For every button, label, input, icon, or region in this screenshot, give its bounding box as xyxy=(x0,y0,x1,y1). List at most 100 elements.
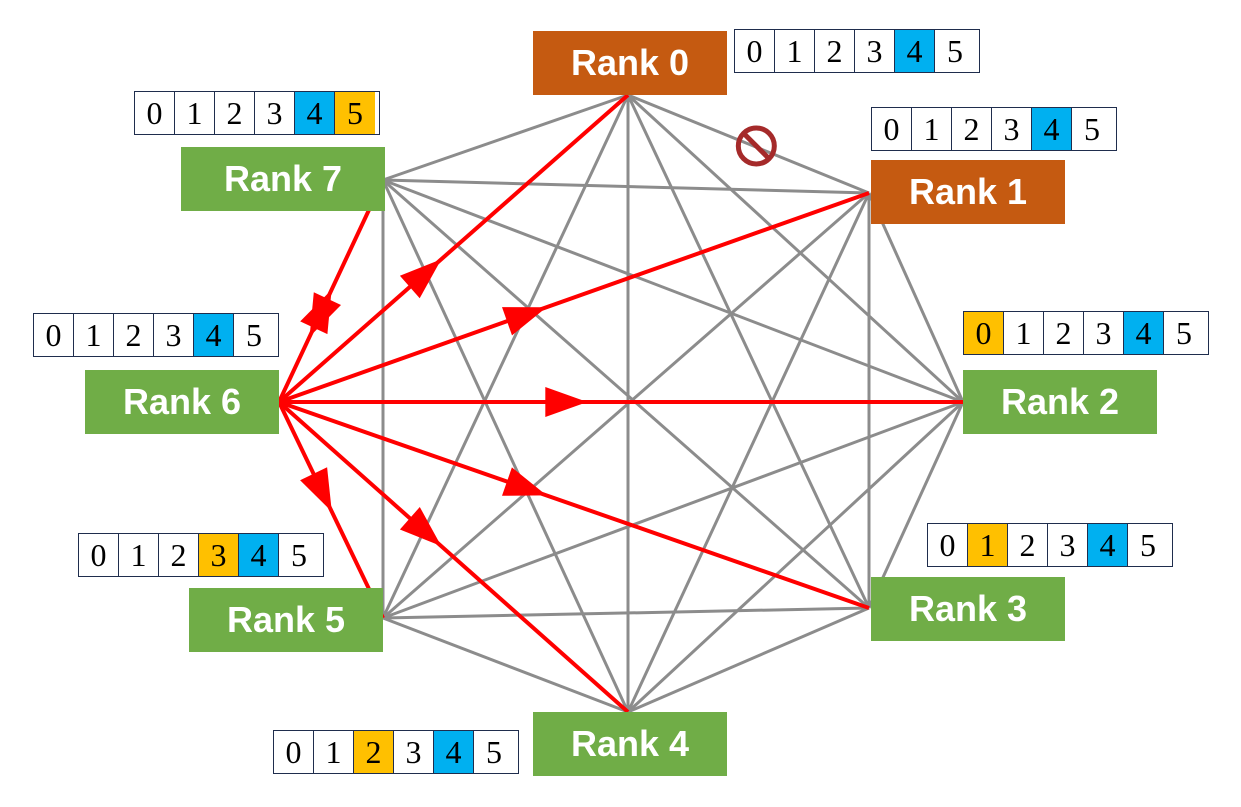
gray-edge xyxy=(626,400,965,714)
buffer-cell: 0 xyxy=(872,108,912,150)
buffer-cell: 3 xyxy=(855,30,895,72)
buffer-cell: 1 xyxy=(912,108,952,150)
buffer-cell: 1 xyxy=(314,731,354,773)
gray-edge xyxy=(626,93,965,404)
buffer-cell: 1 xyxy=(968,524,1008,566)
buffer-cell: 2 xyxy=(114,314,154,356)
buffer-cell: 2 xyxy=(1008,524,1048,566)
rank-2-node: Rank 2 xyxy=(963,370,1157,434)
rank-7-node: Rank 7 xyxy=(181,147,385,211)
prohibited-icon xyxy=(735,125,777,167)
buffer-cell: 3 xyxy=(1048,524,1088,566)
buffer-cell: 4 xyxy=(1088,524,1128,566)
buffer-cell: 0 xyxy=(34,314,74,356)
buffer-cell: 5 xyxy=(486,733,502,770)
gray-edge xyxy=(867,401,965,609)
gray-edge xyxy=(382,93,629,182)
red-arrowhead xyxy=(399,259,442,299)
buffer-cell: 2 xyxy=(952,108,992,150)
rank-3-node: Rank 3 xyxy=(871,577,1065,641)
red-arrowhead xyxy=(545,387,588,417)
buffer-cell: 2 xyxy=(1044,312,1084,354)
buffer-cell: 3 xyxy=(154,314,194,356)
gray-edge xyxy=(867,192,965,403)
buffer-cell: 1 xyxy=(775,30,815,72)
rank-1-label: Rank 1 xyxy=(908,171,1028,212)
gray-edge xyxy=(382,606,870,620)
buffer-cell: 3 xyxy=(394,731,434,773)
buffer-cell: 0 xyxy=(79,534,119,576)
rank-3-label: Rank 3 xyxy=(908,588,1028,629)
buffer-cell: 3 xyxy=(255,92,295,134)
gray-edge xyxy=(627,606,870,714)
gray-edge xyxy=(382,178,964,404)
rank-4-node: Rank 4 xyxy=(533,712,727,776)
buffer-cell: 1 xyxy=(175,92,215,134)
rank-0-node: Rank 0 xyxy=(533,31,727,95)
gray-edge xyxy=(382,178,870,195)
buffer-cell: 4 xyxy=(895,30,935,72)
red-arrowhead xyxy=(300,467,332,512)
rank-7-label: Rank 7 xyxy=(223,158,343,199)
buffer-cell: 2 xyxy=(354,731,394,773)
red-arrowhead xyxy=(502,307,547,336)
prohibited-circle xyxy=(735,125,777,167)
buffer-cell: 0 xyxy=(274,731,314,773)
gray-edge xyxy=(382,178,870,610)
buffer-cell: 2 xyxy=(815,30,855,72)
rank-4-label: Rank 4 xyxy=(570,723,690,764)
buffer-cell: 1 xyxy=(119,534,159,576)
buffer-cell: 5 xyxy=(291,536,307,573)
buffer-cell: 4 xyxy=(1032,108,1072,150)
rank-2-label: Rank 2 xyxy=(1000,381,1120,422)
buffer-cell: 0 xyxy=(735,30,775,72)
rank-6-node: Rank 6 xyxy=(85,370,279,434)
buffer-cell: 0 xyxy=(928,524,968,566)
red-edge xyxy=(278,400,870,610)
buffer-cell: 1 xyxy=(74,314,114,356)
buffer-cell: 0 xyxy=(964,312,1004,354)
buffer-cell: 3 xyxy=(1084,312,1124,354)
gray-edge xyxy=(627,93,870,195)
buffer-cell: 4 xyxy=(295,92,335,134)
gray-edge xyxy=(626,94,871,609)
rank-6-label: Rank 6 xyxy=(122,381,242,422)
rank-5-node: Rank 5 xyxy=(189,588,383,652)
red-edge xyxy=(277,400,630,714)
buffer-cell: 5 xyxy=(1140,526,1156,563)
buffer-cell: 4 xyxy=(1124,312,1164,354)
buffer-cell: 5 xyxy=(1176,314,1192,351)
buffer-cell: 4 xyxy=(239,534,279,576)
buffer-cell: 2 xyxy=(159,534,199,576)
buffer-cell: 5 xyxy=(1084,110,1100,147)
rank-1-node: Rank 1 xyxy=(871,160,1065,224)
gray-edge xyxy=(382,616,629,714)
buffer-cell: 1 xyxy=(1004,312,1044,354)
gray-edge xyxy=(626,192,871,713)
buffer-cell: 0 xyxy=(135,92,175,134)
buffer-cell: 4 xyxy=(194,314,234,356)
buffer-cell: 2 xyxy=(215,92,255,134)
red-edge xyxy=(278,191,870,404)
buffer-cell: 3 xyxy=(992,108,1032,150)
buffer-cell: 4 xyxy=(434,731,474,773)
red-edge xyxy=(277,93,630,404)
red-arrowhead xyxy=(399,507,442,547)
red-edges xyxy=(277,93,963,714)
buffer-cell: 5 xyxy=(335,92,375,134)
rank-5-label: Rank 5 xyxy=(226,599,346,640)
red-arrowhead xyxy=(309,292,341,337)
buffer-cell: 5 xyxy=(246,316,262,353)
buffer-cell: 5 xyxy=(947,32,963,69)
rank-0-label: Rank 0 xyxy=(570,42,690,83)
red-arrowhead xyxy=(502,467,547,496)
buffer-cell: 3 xyxy=(199,534,239,576)
